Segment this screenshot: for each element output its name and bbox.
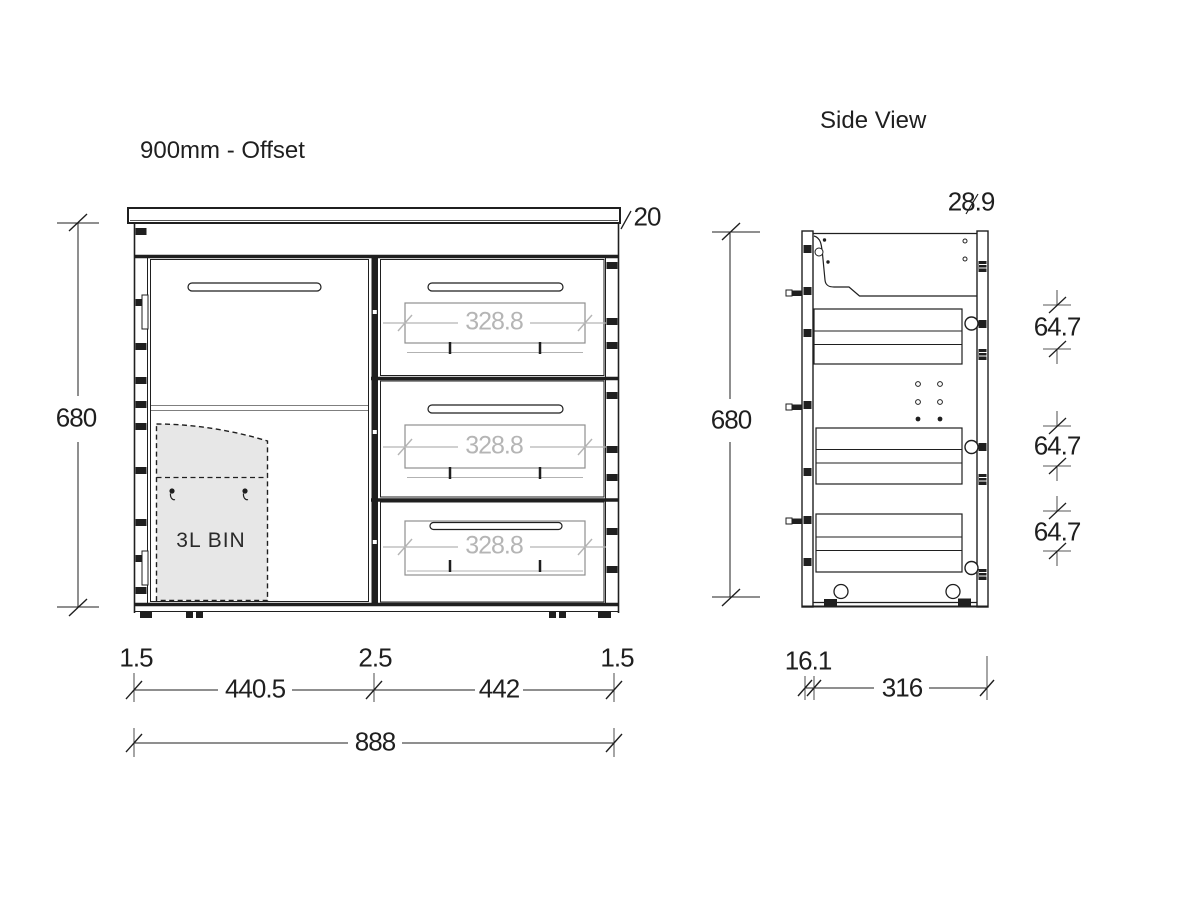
drawer-runner-details — [407, 342, 583, 572]
drawer-3-front — [380, 501, 605, 603]
side-drawer-boxes — [813, 308, 963, 573]
benchtop-dim-tick — [620, 210, 632, 230]
door-panel — [141, 259, 369, 602]
drawer-width-dim-lines — [383, 314, 606, 556]
drawer-1-front — [380, 259, 605, 376]
bottom-gap-label: 16.1 — [784, 645, 833, 676]
stile-hatch-marks — [135, 228, 618, 594]
side-height-dim — [712, 222, 760, 607]
benchtop — [127, 207, 621, 224]
side-view-title: Side View — [820, 107, 927, 134]
drawer-2-side-height-label: 64.7 — [1033, 430, 1082, 461]
drawer-3-handle — [429, 521, 563, 531]
gap-left-label: 1.5 — [119, 642, 153, 673]
door-handle — [187, 282, 322, 292]
front-height-dim-label: 680 — [55, 402, 97, 433]
bin-outline — [155, 423, 269, 602]
drawer-1-side-height-label: 64.7 — [1033, 311, 1082, 342]
drawer-2-handle — [427, 404, 564, 414]
side-view-drawing — [712, 193, 1071, 700]
drawer-bank-width-label: 442 — [478, 673, 520, 704]
drawer-1-handle — [427, 282, 564, 292]
plumbing-cutout — [813, 235, 977, 297]
drawer-2-front — [380, 380, 605, 498]
gap-center-label: 2.5 — [358, 642, 392, 673]
depth-label: 316 — [881, 672, 923, 703]
side-depth-dim — [797, 656, 995, 700]
side-striped-hatches — [978, 261, 987, 580]
side-hatch-marks — [803, 245, 987, 566]
top-rail-dim-label: 28.9 — [947, 186, 996, 217]
drawer-1-inner-width-label: 328.8 — [465, 307, 524, 336]
benchtop-thickness-label: 20 — [633, 201, 662, 232]
front-view-title: 900mm - Offset — [140, 137, 305, 164]
drawer-height-dim-ticks — [1043, 290, 1071, 566]
wall-brackets — [785, 289, 803, 525]
cabinet-carcass — [133, 223, 620, 613]
side-carcass — [801, 230, 989, 608]
front-width-dims — [125, 673, 623, 757]
door-width-label: 440.5 — [224, 673, 286, 704]
overall-width-label: 888 — [354, 726, 396, 757]
hinge-bottom — [141, 550, 149, 586]
bin-hook-right — [242, 488, 249, 501]
front-feet — [140, 612, 611, 618]
bin-hook-left — [169, 488, 176, 501]
drawer-3-side-height-label: 64.7 — [1033, 516, 1082, 547]
screw-hole-dots — [915, 381, 943, 422]
side-feet — [824, 583, 971, 607]
drawer-2-inner-width-label: 328.8 — [465, 431, 524, 460]
center-divider — [371, 257, 378, 604]
bin-label: 3L BIN — [176, 529, 246, 552]
gap-right-label: 1.5 — [600, 642, 634, 673]
hinge-top — [141, 294, 149, 330]
cam-lock-circles — [964, 316, 979, 576]
drawer-3-inner-width-label: 328.8 — [465, 531, 524, 560]
side-height-dim-label: 680 — [710, 404, 752, 435]
drawer-fronts — [371, 259, 618, 603]
front-height-dim — [57, 213, 99, 617]
top-rail-dim-tick — [965, 193, 979, 215]
front-view-drawing — [57, 207, 632, 757]
